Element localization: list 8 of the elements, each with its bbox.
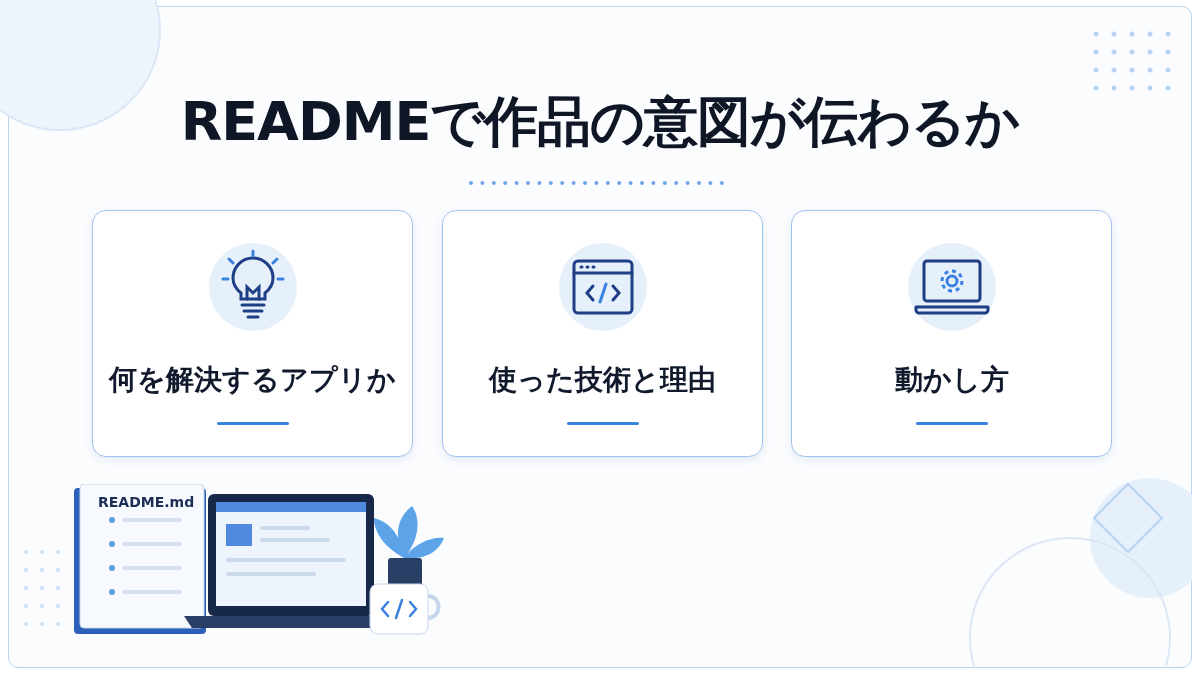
topic-card bbox=[442, 210, 763, 457]
file-name-label: README.md bbox=[98, 494, 195, 510]
card-heading: 使った技術と理由 bbox=[487, 362, 717, 398]
title: READMEで作品の意図が伝わるか bbox=[179, 89, 1021, 155]
card-heading: 動かし方 bbox=[893, 362, 1010, 398]
topic-card bbox=[92, 210, 413, 457]
topic-card bbox=[791, 210, 1112, 457]
card-heading: 何を解決するアプリか bbox=[107, 362, 397, 398]
